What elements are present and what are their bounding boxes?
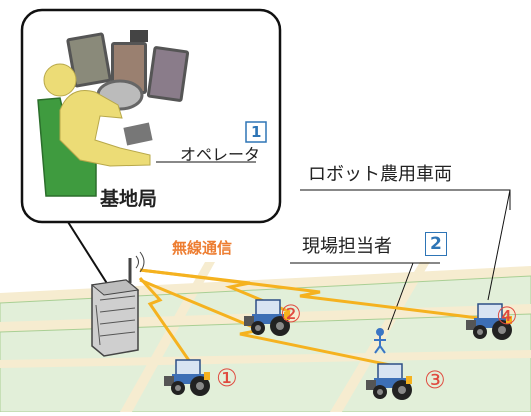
tractor-icon — [244, 299, 290, 336]
operator-badge: 1 — [251, 123, 262, 141]
vehicle-number-4: ④ — [496, 302, 518, 330]
operator-figure-icon — [37, 63, 153, 197]
server-icon — [90, 279, 140, 357]
vehicle-number-1: ① — [216, 364, 238, 392]
operator-badge-box — [245, 121, 267, 143]
vehicle-number-3: ③ — [424, 366, 446, 394]
person-icon — [374, 328, 386, 354]
wireless-label: 無線通信 — [172, 239, 233, 257]
callout-connector — [67, 221, 109, 286]
field-staff-badge: 2 — [425, 232, 447, 256]
tractor-icon — [366, 363, 412, 400]
tractor-icon — [466, 303, 512, 340]
tractor-icon — [164, 359, 210, 396]
operator-label: オペレータ — [180, 145, 261, 164]
robot-vehicle-label: ロボット農用車両 — [308, 164, 452, 185]
field-staff-label: 現場担当者 — [302, 236, 392, 257]
vehicle-label-leader — [300, 189, 511, 210]
base-station-label: 基地局 — [100, 188, 158, 210]
vehicle-number-2: ② — [280, 300, 302, 328]
vehicle-pointer — [487, 189, 511, 301]
antenna-icon — [128, 251, 145, 283]
staff-pointer — [387, 262, 414, 331]
